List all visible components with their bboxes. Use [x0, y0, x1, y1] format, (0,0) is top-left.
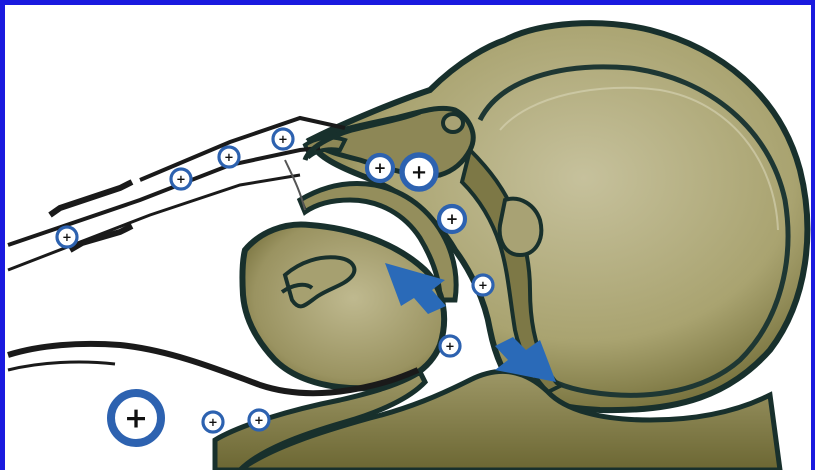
badge-nasopharynx-1: + — [367, 155, 393, 181]
badge-plus-symbol: + — [445, 339, 455, 353]
badge-nasopharynx-2: + — [402, 155, 436, 189]
badge-plus-symbol: + — [374, 159, 386, 177]
badge-hypopharynx-1: + — [440, 336, 460, 356]
badge-plus-symbol: + — [278, 132, 288, 146]
badge-plus-symbol: + — [176, 172, 186, 186]
badge-oral-2: + — [203, 412, 223, 432]
badge-nasal-2: + — [171, 169, 191, 189]
badge-oropharynx-1: + — [439, 206, 465, 232]
badge-nasal-1: + — [57, 227, 77, 247]
badge-plus-symbol: + — [208, 415, 218, 429]
badge-plus-symbol: + — [254, 413, 264, 427]
badge-nasal-4: + — [273, 129, 293, 149]
badge-plus-symbol: + — [478, 278, 488, 292]
badge-nasal-3: + — [219, 147, 239, 167]
sphenoid-sinus — [443, 114, 463, 132]
badge-plus-symbol: + — [124, 401, 148, 435]
badge-plus-symbol: + — [411, 160, 427, 183]
badge-oral-3: + — [249, 410, 269, 430]
badge-plus-symbol: + — [224, 150, 234, 164]
badge-plus-symbol: + — [446, 210, 458, 228]
badge-oropharynx-2: + — [473, 275, 493, 295]
badge-oral-1: + — [111, 393, 161, 443]
badge-plus-symbol: + — [62, 230, 72, 244]
